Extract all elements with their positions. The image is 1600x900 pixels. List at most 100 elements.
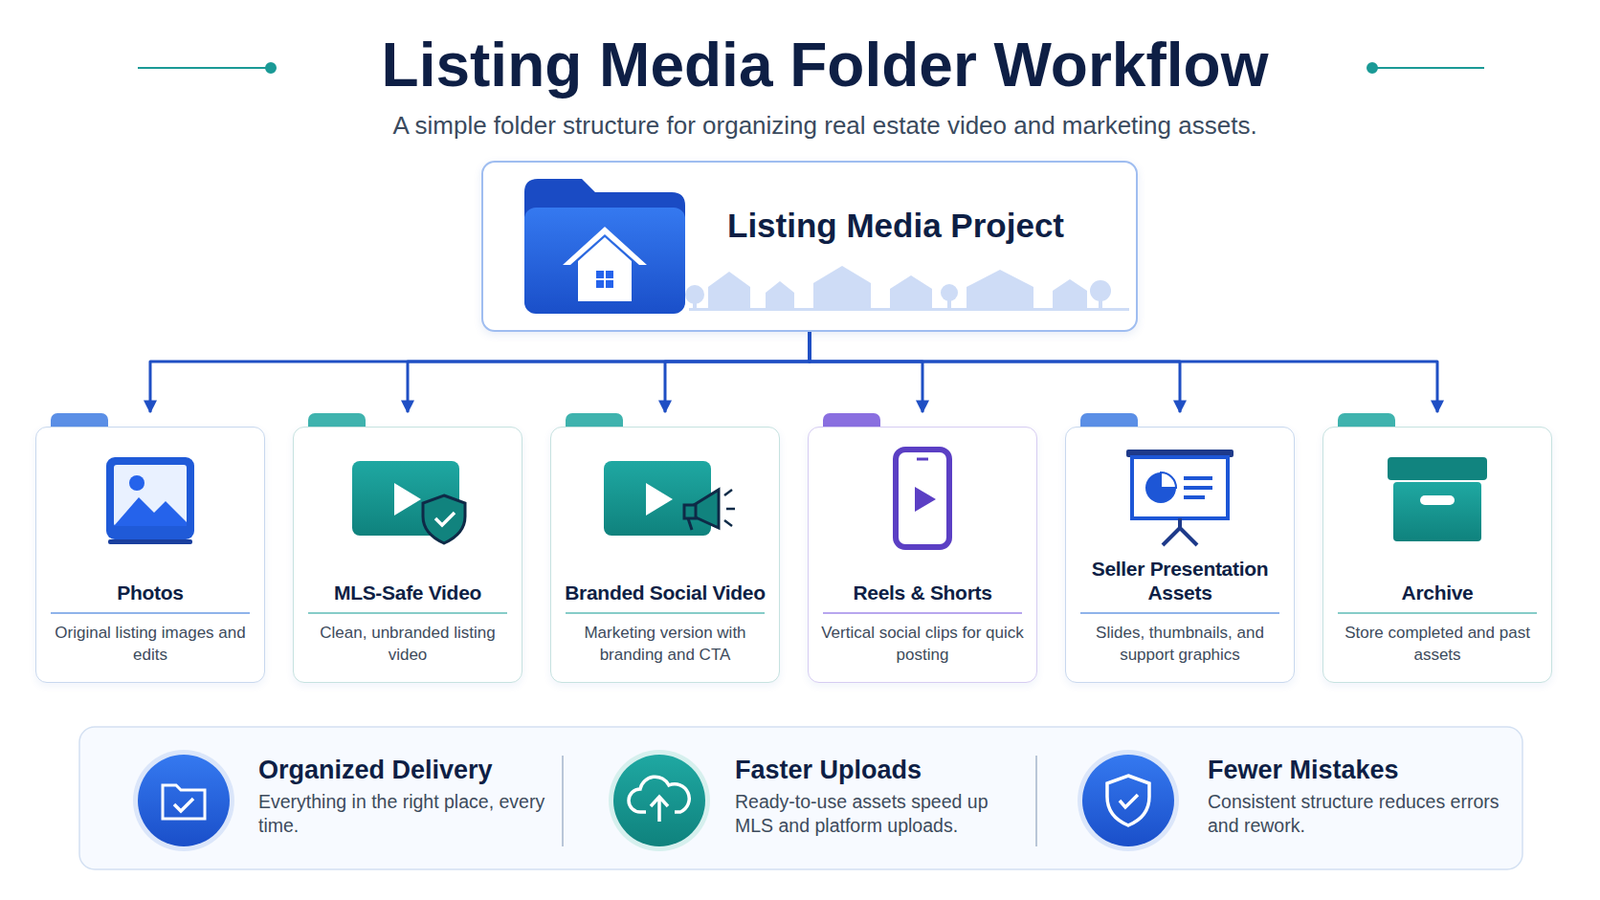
benefit-text: Everything in the right place, every tim… [258, 790, 551, 839]
skyline-illustration-part [708, 271, 751, 310]
folder-card: Reels & ShortsVertical social clips for … [807, 413, 1038, 684]
heading-area: Archive [1328, 518, 1547, 605]
branded-video-icon [603, 461, 735, 536]
folder-description: Store completed and past assets [1333, 622, 1541, 667]
upload-badge-part [613, 755, 706, 847]
heading-area: Seller Presentation Assets [1070, 518, 1289, 605]
presentation-icon-part [1132, 457, 1228, 519]
folder-description: Clean, unbranded listing video [304, 622, 512, 667]
photo-icon-part [108, 539, 193, 545]
benefit-item: Fewer MistakesConsistent structure reduc… [1207, 754, 1510, 839]
folder-heading: Reels & Shorts [813, 580, 1032, 605]
presentation-icon-part [1162, 518, 1198, 546]
photo-icon-part [106, 457, 195, 540]
phone-icon-part [895, 449, 950, 548]
skyline-illustration-part [685, 285, 705, 305]
benefit-item: Organized DeliveryEverything in the righ… [258, 754, 551, 839]
branded-video-icon-part [693, 489, 719, 529]
delivery-badge-part [137, 755, 230, 847]
folder-house-icon-part [524, 207, 686, 314]
delivery-badge-part [133, 750, 235, 852]
benefit-text: Consistent structure reduces errors and … [1207, 790, 1510, 839]
heading-area: MLS-Safe Video [298, 518, 517, 605]
card-face [292, 426, 523, 684]
skyline-illustration-part [940, 284, 958, 302]
photo-icon-part [113, 465, 187, 527]
card-face [550, 426, 780, 684]
benefit-band-part [561, 755, 564, 847]
skyline-illustration [685, 266, 1130, 312]
delivery-badge-part [174, 799, 194, 812]
project-title: Listing Media Project [727, 204, 1065, 247]
folder-house-icon-part [596, 278, 614, 281]
folder-house-icon [524, 178, 686, 314]
branded-video-icon-part [603, 461, 712, 536]
shield-badge-part [1107, 776, 1150, 826]
branded-video-icon-part [684, 505, 696, 519]
shield-badge-part [1082, 755, 1175, 847]
card-face [35, 426, 266, 684]
shield-badge [1077, 750, 1179, 852]
folder-heading: MLS-Safe Video [298, 580, 517, 605]
skyline-illustration-part [688, 308, 1130, 312]
delivery-badge [133, 750, 235, 852]
branded-video-icon-part [724, 489, 735, 527]
presentation-icon [1126, 449, 1234, 546]
title-rule-part [1372, 66, 1485, 69]
heading-rule [50, 612, 250, 615]
folder-house-icon-part [577, 237, 632, 302]
photo-icon [106, 457, 195, 545]
phone-icon [895, 449, 950, 548]
branch-arrow [407, 332, 810, 413]
shield-badge-part [1119, 795, 1138, 808]
diagram-subtitle: A simple folder structure for organizing… [49, 109, 1600, 142]
benefit-item: Faster UploadsReady-to-use assets speed … [734, 754, 1023, 839]
mls-video-icon-part [394, 483, 422, 516]
upload-badge-part [608, 750, 711, 852]
benefit-band-part [79, 727, 1523, 870]
title-rule-part [137, 66, 271, 69]
upload-badge-part [628, 777, 689, 813]
branch-arrow [665, 332, 810, 413]
mls-video-icon-part [435, 512, 455, 526]
folder-house-icon-part [603, 270, 606, 289]
archive-box-icon-part [1393, 482, 1482, 542]
folder-description: Slides, thumbnails, and support graphics [1076, 622, 1284, 667]
heading-rule [1080, 612, 1280, 615]
presentation-icon-part [1183, 478, 1213, 498]
folder-card: MLS-Safe VideoClean, unbranded listing v… [292, 413, 523, 684]
skyline-illustration-part [966, 269, 1034, 310]
folder-house-icon-part [524, 178, 686, 313]
folder-card: PhotosOriginal listing images and edits [35, 413, 266, 684]
heading-area: Photos [41, 518, 260, 605]
archive-box-icon [1387, 457, 1488, 542]
card-face [1322, 426, 1553, 684]
branded-video-icon-part [688, 518, 692, 531]
branch-arrow [809, 332, 923, 413]
heading-area: Reels & Shorts [813, 518, 1032, 605]
heading-area: Branded Social Video [555, 518, 775, 605]
benefit-heading: Faster Uploads [734, 754, 1023, 787]
diagram-title: Listing Media Folder Workflow [49, 26, 1600, 104]
folder-card: Branded Social VideoMarketing version wi… [550, 413, 780, 684]
heading-rule [565, 612, 765, 615]
card-face [1065, 426, 1295, 684]
folder-heading: Photos [41, 580, 260, 605]
title-rule-part [1367, 63, 1378, 73]
archive-box-icon-part [1387, 457, 1488, 481]
skyline-illustration-part [1089, 280, 1112, 302]
folder-card: ArchiveStore completed and past assets [1322, 413, 1553, 684]
mls-video-icon-part [422, 495, 466, 544]
shield-badge-part [1077, 750, 1179, 852]
heading-rule [308, 612, 508, 615]
benefit-heading: Organized Delivery [258, 754, 551, 787]
branch-arrow [809, 332, 1180, 413]
folder-house-icon-part [596, 270, 614, 289]
archive-box-icon-part [1420, 495, 1455, 506]
upload-badge [608, 750, 711, 852]
heading-rule [1337, 612, 1537, 615]
delivery-badge-part [162, 785, 205, 820]
skyline-illustration-part [692, 294, 697, 310]
presentation-icon-part [1126, 449, 1234, 458]
folder-heading: Seller Presentation Assets [1070, 556, 1289, 605]
